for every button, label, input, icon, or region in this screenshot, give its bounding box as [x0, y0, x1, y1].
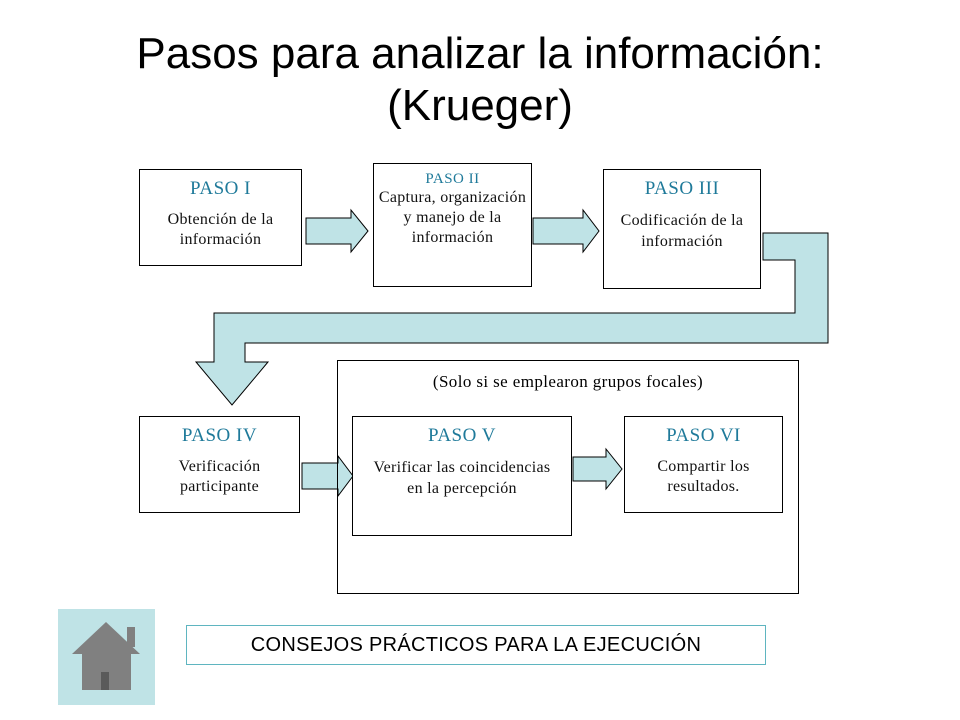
step-4-box: PASO IV Verificación participante [139, 416, 300, 513]
step-5-text: Verificar las coincidencias en la percep… [373, 459, 551, 497]
home-icon [72, 622, 140, 690]
step-6-text: Compartir los resultados. [657, 458, 750, 495]
arrow-step5-to-step6 [572, 447, 623, 491]
arrow-step4-to-step5 [301, 454, 354, 498]
focus-group-label: (Solo si se emplearon grupos focales) [432, 372, 704, 391]
step-5-box: PASO V Verificar las coincidencias en la… [352, 416, 572, 536]
step-2-box: PASO II Captura, organización y manejo d… [373, 163, 532, 287]
step-6-box: PASO VI Compartir los resultados. [624, 416, 783, 513]
home-button[interactable] [58, 609, 155, 705]
step-6-heading: PASO VI [666, 425, 741, 446]
focus-group-container [337, 360, 799, 594]
step-3-text: Codificación de la información [620, 212, 744, 250]
step-5-heading: PASO V [428, 425, 496, 446]
arrow-step1-to-step2 [305, 208, 369, 254]
step-1-heading: PASO I [190, 178, 251, 199]
step-1-text: Obtención de la información [167, 211, 274, 248]
step-4-heading: PASO IV [181, 425, 258, 446]
slide-title: Pasos para analizar la información: (Kru… [0, 28, 960, 132]
arrow-step2-to-step3 [532, 208, 600, 254]
arrow-step3-to-step4 [194, 232, 829, 406]
title-line-2: (Krueger) [387, 81, 573, 130]
step-2-text: Captura, organización y manejo de la inf… [378, 189, 527, 246]
step-4-text: Verificación participante [178, 458, 261, 495]
practical-tips-button[interactable]: CONSEJOS PRÁCTICOS PARA LA EJECUCIÓN [186, 625, 766, 665]
step-2-heading: PASO II [425, 171, 480, 187]
title-line-1: Pasos para analizar la información: [136, 29, 824, 78]
step-3-box: PASO III Codificación de la información [603, 169, 761, 289]
step-3-heading: PASO III [644, 178, 720, 199]
step-1-box: PASO I Obtención de la información [139, 169, 302, 266]
